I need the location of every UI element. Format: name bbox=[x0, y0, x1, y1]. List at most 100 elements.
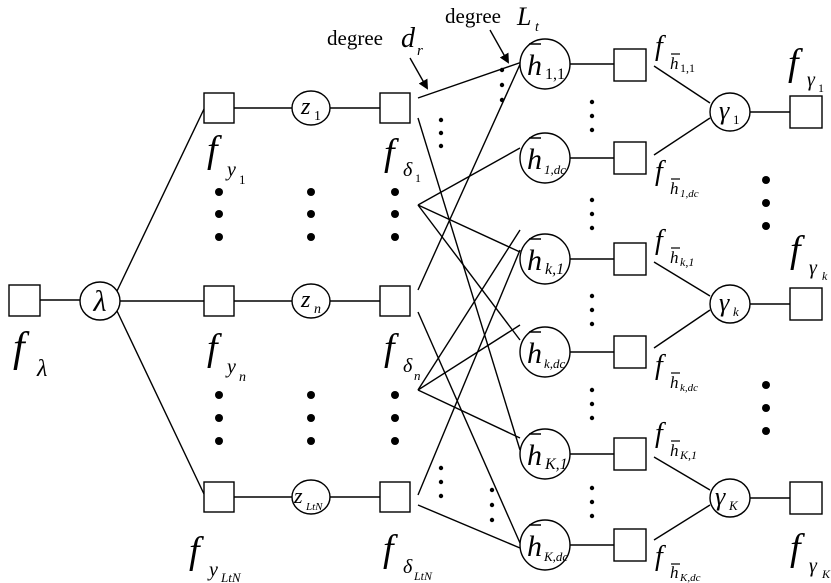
z1-symbol: z bbox=[300, 94, 311, 120]
factor-node-fgammaK bbox=[789, 481, 823, 515]
fhK1-sub: h bbox=[670, 441, 679, 460]
variable-node-gamma1 bbox=[709, 92, 751, 132]
nodes bbox=[8, 38, 823, 571]
fhKdc-sub: h bbox=[670, 563, 679, 582]
fdelta1-subsub: 1 bbox=[415, 171, 421, 185]
hk1-sub: k,1 bbox=[545, 261, 564, 278]
fdeltan-symbol: f bbox=[384, 327, 399, 369]
fgammak-sub: γ bbox=[809, 257, 818, 279]
factor-node-fdeltaLtN bbox=[379, 481, 411, 513]
factor-node-fhkdc bbox=[613, 335, 647, 369]
edges bbox=[40, 59, 790, 549]
variable-node-z1 bbox=[291, 90, 331, 126]
fdelta1-symbol: f bbox=[384, 132, 399, 174]
fgammak-subsub: k bbox=[822, 269, 828, 283]
fy1-symbol: f bbox=[207, 129, 222, 171]
edge-fhkdc-gammak bbox=[653, 309, 711, 349]
edge-fdeltan-hKdc bbox=[417, 311, 521, 544]
fhK1-subsub: K,1 bbox=[679, 448, 697, 462]
factor-node-fyLtN bbox=[203, 481, 235, 513]
variable-node-zn bbox=[291, 283, 331, 319]
fhkdc-sub: h bbox=[670, 373, 679, 392]
h11-symbol: h bbox=[527, 49, 542, 82]
variable-node-hk1 bbox=[519, 233, 571, 285]
factor-node-fh1dc bbox=[613, 141, 647, 175]
degree-dr-sub: r bbox=[417, 43, 423, 59]
degree-dr-word: degree bbox=[327, 26, 383, 50]
variable-node-hK1 bbox=[519, 428, 571, 480]
h1dc-sub: 1,dc bbox=[544, 162, 566, 177]
variable-node-gammaK bbox=[709, 478, 751, 518]
fgamma1-sub: γ bbox=[807, 69, 816, 91]
factor-node-fgamma1 bbox=[789, 95, 823, 129]
fh1dc-sub: h bbox=[670, 179, 679, 198]
fgammaK-symbol: f bbox=[790, 527, 805, 569]
variable-node-zLtN bbox=[291, 479, 331, 515]
fgammaK-sub: γ bbox=[809, 555, 818, 577]
fh11-subsub: 1,1 bbox=[680, 61, 695, 75]
variable-node-h1dc bbox=[519, 132, 571, 184]
edge-cross2-hk1 bbox=[417, 229, 521, 391]
gammak-sub: k bbox=[733, 304, 739, 319]
fgammaK-subsub: K bbox=[821, 567, 831, 581]
fgamma1-subsub: 1 bbox=[818, 81, 824, 95]
gammak-symbol: γ bbox=[719, 288, 730, 317]
variable-node-gammak bbox=[709, 284, 751, 324]
hK1-sub: K,1 bbox=[544, 456, 568, 473]
factor-node-fhk1 bbox=[613, 242, 647, 276]
gammaK-sub: K bbox=[728, 498, 739, 513]
fdeltan-subsub: n bbox=[414, 368, 421, 383]
fdeltan-sub: δ bbox=[403, 355, 413, 377]
degree-Lt-word: degree bbox=[445, 4, 501, 28]
hK1-symbol: h bbox=[527, 439, 542, 472]
fhkdc-symbol: f bbox=[655, 350, 666, 381]
fdeltaLtN-sub: δ bbox=[403, 556, 413, 578]
ellipsis-dots bbox=[215, 67, 770, 523]
edge-cross-hk1 bbox=[417, 204, 521, 253]
edge-fhk1-gammak bbox=[653, 261, 711, 297]
degree-Lt-arrow bbox=[489, 29, 509, 64]
fh11-symbol: f bbox=[655, 31, 666, 62]
fhk1-symbol: f bbox=[655, 225, 666, 256]
edge-cross2-hkdc bbox=[417, 324, 521, 391]
degree-dr-arrow bbox=[409, 57, 428, 90]
fh11-sub: h bbox=[670, 54, 679, 73]
h11-sub: 1,1 bbox=[545, 66, 565, 83]
hKdc-symbol: h bbox=[527, 530, 542, 563]
factor-node-fhKdc bbox=[613, 528, 647, 562]
edge-lambda-fy1 bbox=[116, 108, 205, 292]
fyLtN-symbol: f bbox=[189, 530, 204, 572]
fyLtN-subsub: LtN bbox=[220, 570, 242, 583]
fdelta1-sub: δ bbox=[403, 159, 413, 181]
fyn-subsub: n bbox=[239, 370, 246, 385]
variable-node-hkdc bbox=[519, 326, 571, 378]
hk1-symbol: h bbox=[527, 244, 542, 277]
edge-fdeltan-h11 bbox=[417, 59, 523, 291]
factor-node-fh11 bbox=[613, 48, 647, 82]
fy1-subsub: 1 bbox=[239, 172, 246, 187]
fhkdc-subsub: k,dc bbox=[680, 382, 698, 394]
zLtN-sub: LtN bbox=[305, 501, 323, 513]
edge-fdeltaLtN-hKdc bbox=[417, 504, 521, 549]
hkdc-symbol: h bbox=[527, 337, 542, 370]
fh1dc-subsub: 1,dc bbox=[680, 188, 699, 200]
hkdc-sub: k,dc bbox=[544, 356, 566, 371]
factor-node-fgammak bbox=[789, 287, 823, 321]
variable-node-hKdc bbox=[519, 519, 571, 571]
fhKdc-symbol: f bbox=[655, 541, 666, 572]
zn-sub: n bbox=[314, 302, 321, 317]
edge-fhKdc-gammaK bbox=[653, 504, 711, 541]
zn-symbol: z bbox=[300, 287, 311, 313]
variable-node-lambda bbox=[79, 281, 121, 321]
edge-fh11-gamma1 bbox=[653, 65, 711, 104]
fhk1-subsub: k,1 bbox=[680, 255, 694, 269]
fhK1-symbol: f bbox=[655, 418, 666, 449]
fhk1-sub: h bbox=[670, 248, 679, 267]
edge-lambda-fyLtN bbox=[116, 310, 205, 495]
hKdc-sub: K,dc bbox=[543, 549, 568, 564]
zLtN-symbol: z bbox=[293, 483, 303, 508]
fyLtN-sub: y bbox=[207, 559, 218, 581]
fyn-sub: y bbox=[225, 356, 236, 378]
z1-sub: 1 bbox=[314, 109, 321, 124]
